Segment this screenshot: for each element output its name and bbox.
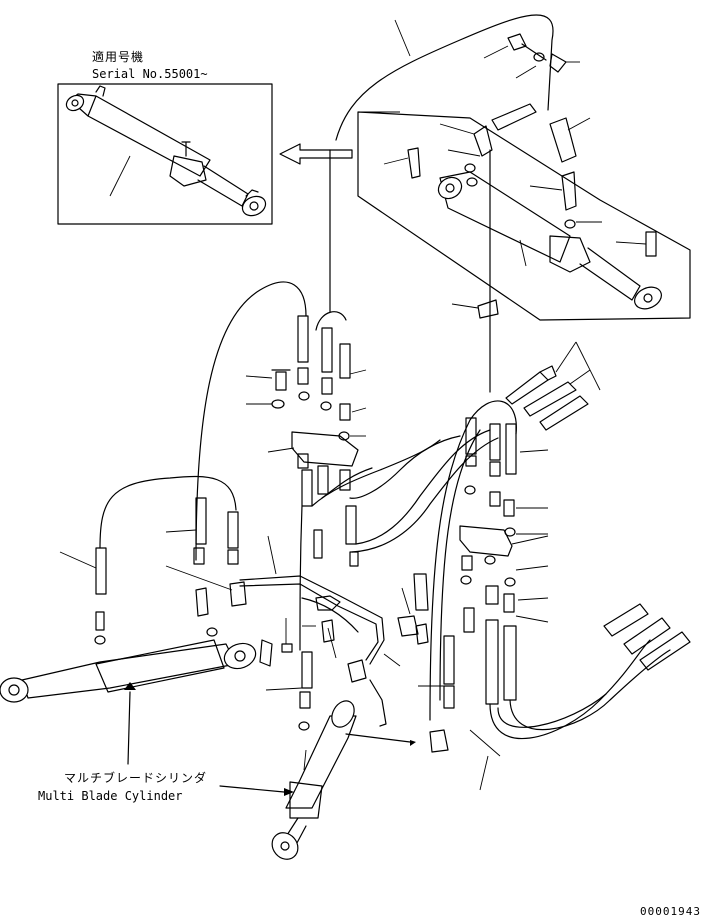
right-hose-assembly — [397, 299, 691, 791]
inset-box — [57, 83, 273, 225]
cylinder-label-en: Multi Blade Cylinder — [38, 789, 183, 803]
upper-cylinder-group — [335, 14, 691, 321]
drawing-code: 00001943 — [640, 905, 701, 918]
center-hose-assembly — [59, 149, 499, 727]
lower-cylinder — [219, 651, 416, 860]
inset-arrow — [279, 143, 353, 165]
serial-label-en: Serial No.55001~ — [92, 67, 208, 81]
cylinder-label-jp: マルチブレードシリンダ — [64, 771, 208, 785]
serial-label-jp: 適用号機 — [92, 50, 145, 64]
left-cylinder — [0, 639, 257, 765]
